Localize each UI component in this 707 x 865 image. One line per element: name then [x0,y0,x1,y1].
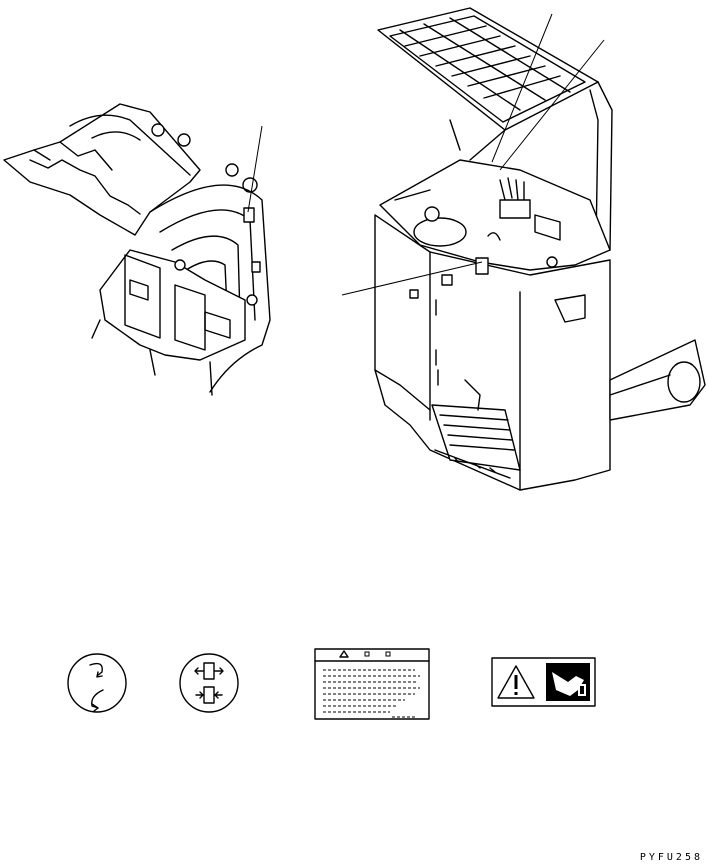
clamp-direction-decal [179,653,239,713]
overhead-guard [377,7,613,251]
hand-crush-warning-decal [491,657,596,707]
drawing-code: PYFU258 [639,852,703,863]
rotate-direction-decal [67,653,127,713]
reach-truck [341,7,706,491]
clamp-attachment [3,103,271,396]
caution-text-decal [314,648,430,720]
